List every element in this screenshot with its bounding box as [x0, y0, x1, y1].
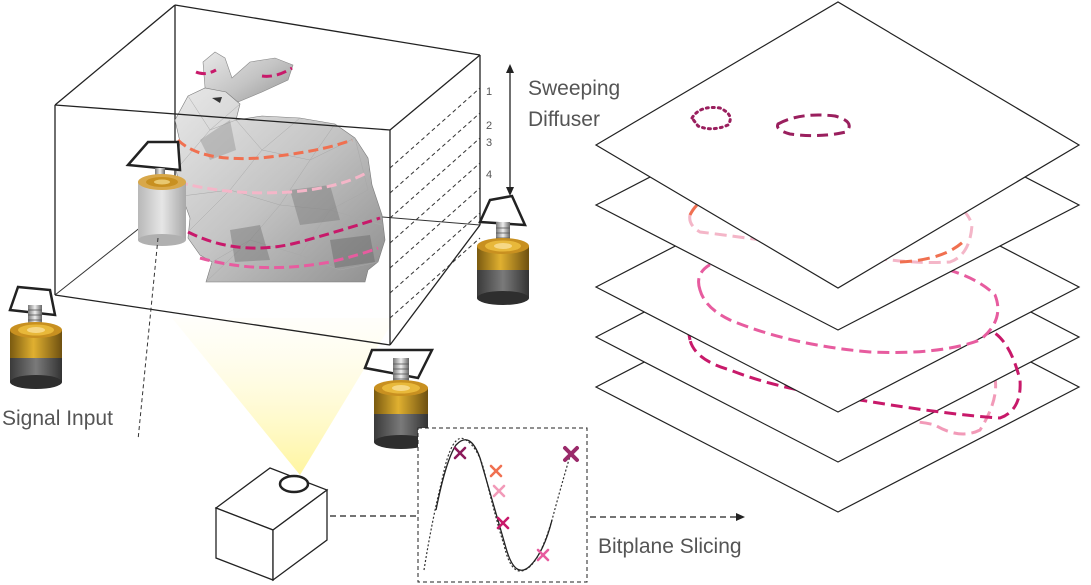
plane-number-2: 2 — [486, 120, 492, 132]
projector-lens — [278, 474, 310, 494]
bunny-slice-lower — [187, 216, 381, 250]
actuator-back-left — [125, 140, 186, 246]
signal-input-line — [137, 237, 159, 441]
actuator-front-left — [8, 285, 62, 389]
projector — [214, 467, 329, 582]
slice-marker-4 — [496, 516, 510, 530]
bunny-model — [174, 51, 386, 283]
bunny-slice-middle — [177, 170, 369, 195]
sweep-arrow — [506, 64, 514, 196]
bunny-slice-ear-small — [195, 68, 217, 76]
volumetric-box-front — [54, 54, 481, 346]
signal-input-label: Signal Input — [2, 407, 113, 430]
signal-waveform-box — [417, 427, 588, 583]
bitplane-arrow — [590, 513, 745, 521]
projector-light-cone — [172, 318, 395, 475]
slice-plane-1 — [594, 1, 1081, 289]
slice-marker-5 — [536, 548, 550, 562]
slice-marker-1 — [453, 446, 467, 460]
bitplane-slicing-label: Bitplane Slicing — [598, 535, 742, 558]
bunny-slice-bottom — [199, 246, 379, 270]
sweeping-label: Sweeping — [528, 77, 620, 100]
bunny-slice-ear — [261, 66, 293, 78]
actuator-back-right — [477, 194, 529, 305]
slice-marker-2 — [489, 464, 503, 478]
diffuser-label: Diffuser — [528, 108, 600, 131]
slice-marker-6 — [563, 446, 579, 462]
plane-number-1: 1 — [486, 86, 492, 98]
bunny-slice-upper — [176, 138, 353, 161]
slice-marker-3 — [492, 484, 506, 498]
diffuser-planes — [389, 87, 481, 319]
plane-number-3: 3 — [486, 137, 492, 149]
plane-number-4: 4 — [486, 169, 492, 181]
